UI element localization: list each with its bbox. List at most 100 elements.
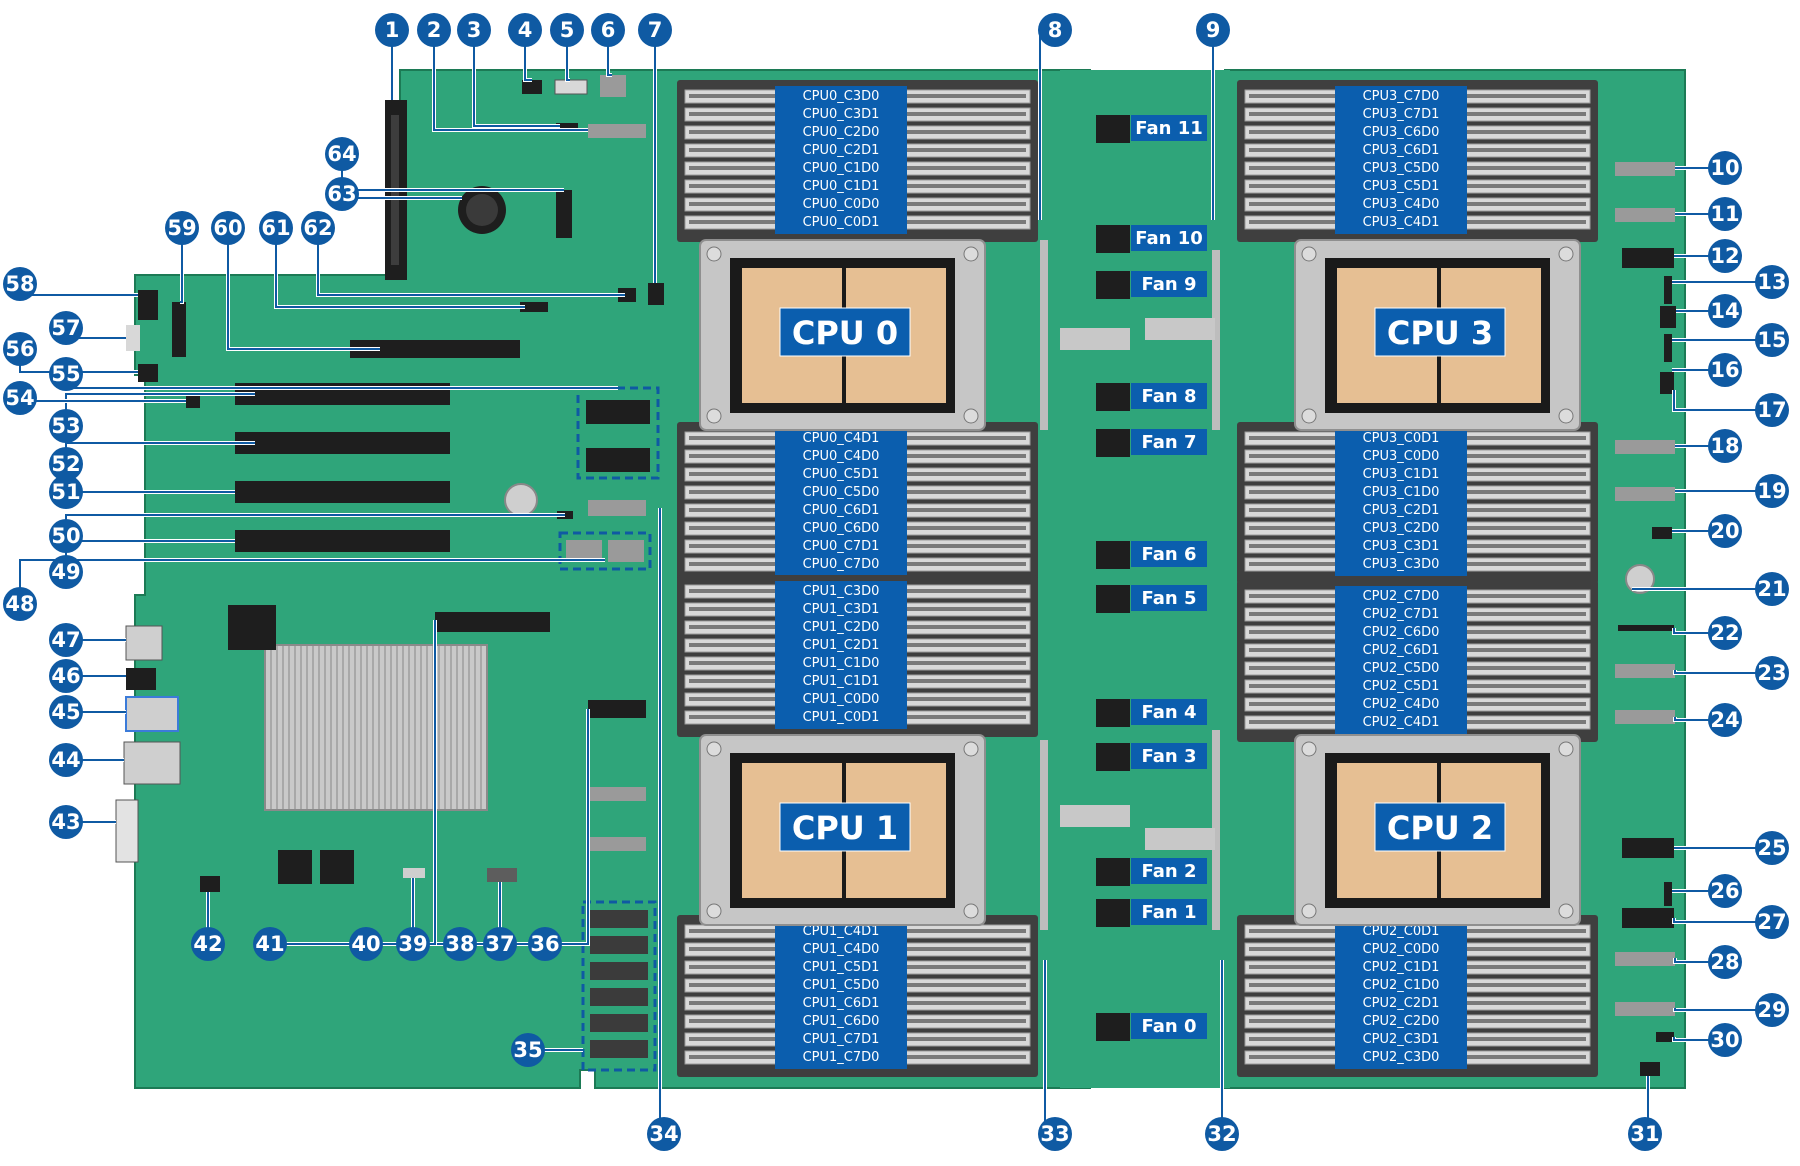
connector-56 xyxy=(138,364,158,382)
dimm-label: CPU0_C5D1 xyxy=(803,467,880,482)
cpu-label: CPU 0 xyxy=(792,314,898,352)
mcio-55-a xyxy=(586,400,650,424)
callout-22: 22 xyxy=(1708,616,1742,650)
callout-7: 7 xyxy=(638,13,672,47)
callout-56: 56 xyxy=(3,332,37,366)
right-edge-connector-12 xyxy=(1618,625,1674,631)
connector-64 xyxy=(556,190,572,238)
callout-number: 52 xyxy=(51,452,80,476)
callout-number: 14 xyxy=(1710,299,1739,323)
callout-number: 45 xyxy=(51,700,80,724)
fan-header-fan-10[interactable]: Fan 10 xyxy=(1096,225,1207,253)
callout-badge xyxy=(1038,13,1072,47)
right-edge-connector-4 xyxy=(1664,276,1672,304)
fan-header-fan-7[interactable]: Fan 7 xyxy=(1096,429,1207,457)
dimm-label: CPU0_C6D1 xyxy=(803,503,880,518)
callout-number: 42 xyxy=(193,932,222,956)
dimm-label: CPU3_C3D1 xyxy=(1363,539,1440,554)
callout-20: 20 xyxy=(1708,514,1742,548)
cpu3-dimm-bank-upper: CPU3_C7D0CPU3_C7D1CPU3_C6D0CPU3_C6D1CPU3… xyxy=(1237,80,1598,242)
pch-heatsink xyxy=(264,644,488,811)
fan-connector xyxy=(1096,429,1130,457)
connector-3 xyxy=(556,123,578,129)
callout-badge xyxy=(325,137,359,171)
callout-badge xyxy=(259,211,293,245)
fan-label: Fan 6 xyxy=(1142,544,1197,565)
callout-number: 63 xyxy=(327,182,356,206)
callout-badge xyxy=(301,211,335,245)
pcie-slot-60 xyxy=(350,340,520,358)
fan-header-fan-8[interactable]: Fan 8 xyxy=(1096,383,1207,411)
callout-badge xyxy=(49,805,83,839)
fan-header-fan-6[interactable]: Fan 6 xyxy=(1096,541,1207,569)
fan-header-fan-1[interactable]: Fan 1 xyxy=(1096,899,1207,927)
dimm-label: CPU2_C4D1 xyxy=(1363,715,1440,730)
callout-61: 61 xyxy=(259,211,293,245)
fan-label-panel xyxy=(1131,585,1207,611)
cpu-label-panel xyxy=(1374,802,1506,852)
leader-line xyxy=(180,228,183,303)
dimm-label: CPU0_C7D0 xyxy=(803,557,880,572)
fan-label: Fan 8 xyxy=(1142,386,1197,407)
callout-badge xyxy=(349,927,383,961)
callout-17: 17 xyxy=(1755,393,1789,427)
right-edge-connector-16 xyxy=(1664,882,1672,906)
callout-badge xyxy=(3,332,37,366)
connector-39 xyxy=(403,868,425,878)
callout-number: 60 xyxy=(213,216,242,240)
fan-connector xyxy=(1096,858,1130,886)
airflow-duct-2 xyxy=(1145,318,1215,340)
callout-badge xyxy=(647,1117,681,1151)
fan-header-fan-5[interactable]: Fan 5 xyxy=(1096,585,1207,613)
callout-48: 48 xyxy=(3,587,37,621)
right-edge-connector-19 xyxy=(1615,1002,1675,1016)
connector-40 xyxy=(588,700,646,718)
callout-badge xyxy=(1708,353,1742,387)
callout-number: 58 xyxy=(5,272,34,296)
dimm-label: CPU0_C0D1 xyxy=(803,215,880,230)
callout-35: 35 xyxy=(511,1033,545,1067)
slim-connector-35-5 xyxy=(590,1014,648,1032)
callout-number: 12 xyxy=(1710,244,1739,268)
callout-number: 31 xyxy=(1630,1122,1659,1146)
airflow-duct-4 xyxy=(1145,828,1215,850)
callout-badge xyxy=(49,555,83,589)
cpu-screw xyxy=(963,246,979,262)
cpu1-dimm-bank-lower: CPU1_C4D1CPU1_C4D0CPU1_C5D1CPU1_C5D0CPU1… xyxy=(677,915,1038,1077)
fan-header-fan-4[interactable]: Fan 4 xyxy=(1096,699,1207,727)
cpu3-socket: CPU 3 xyxy=(1294,239,1581,431)
leader-line-halo xyxy=(18,284,138,297)
fan-header-fan-11[interactable]: Fan 11 xyxy=(1096,115,1207,143)
dimm-label-panel xyxy=(1335,428,1467,576)
fan-label: Fan 9 xyxy=(1142,274,1197,295)
connector-58 xyxy=(138,290,158,320)
callout-number: 28 xyxy=(1710,950,1739,974)
callout-57: 57 xyxy=(49,311,83,345)
fan-connector xyxy=(1096,1013,1130,1041)
callout-number: 2 xyxy=(427,18,442,42)
fan-header-fan-9[interactable]: Fan 9 xyxy=(1096,271,1207,299)
right-edge-connector-18 xyxy=(1615,952,1675,966)
fan-header-fan-2[interactable]: Fan 2 xyxy=(1096,858,1207,886)
right-edge-connector-6 xyxy=(1664,334,1672,362)
fan-header-fan-0[interactable]: Fan 0 xyxy=(1096,1013,1207,1041)
dimm-label: CPU3_C7D0 xyxy=(1363,89,1440,104)
callout-6: 6 xyxy=(591,13,625,47)
callout-badge xyxy=(1708,1023,1742,1057)
callout-badge xyxy=(49,623,83,657)
cpu-label: CPU 2 xyxy=(1387,809,1493,847)
airflow-duct-3 xyxy=(1060,805,1130,827)
dimm-label: CPU2_C2D0 xyxy=(1363,1014,1440,1029)
callout-38: 38 xyxy=(443,927,477,961)
mcio-55-b xyxy=(586,448,650,472)
dimm-label: CPU3_C4D0 xyxy=(1363,197,1440,212)
dimm-label: CPU2_C6D1 xyxy=(1363,643,1440,658)
callout-number: 13 xyxy=(1757,270,1786,294)
fan-header-fan-3[interactable]: Fan 3 xyxy=(1096,743,1207,771)
callout-number: 21 xyxy=(1757,577,1786,601)
dimm-label: CPU2_C7D0 xyxy=(1363,589,1440,604)
callout-number: 4 xyxy=(518,18,533,42)
callout-badge xyxy=(3,587,37,621)
callout-number: 48 xyxy=(5,592,34,616)
cpu-label: CPU 1 xyxy=(792,809,898,847)
